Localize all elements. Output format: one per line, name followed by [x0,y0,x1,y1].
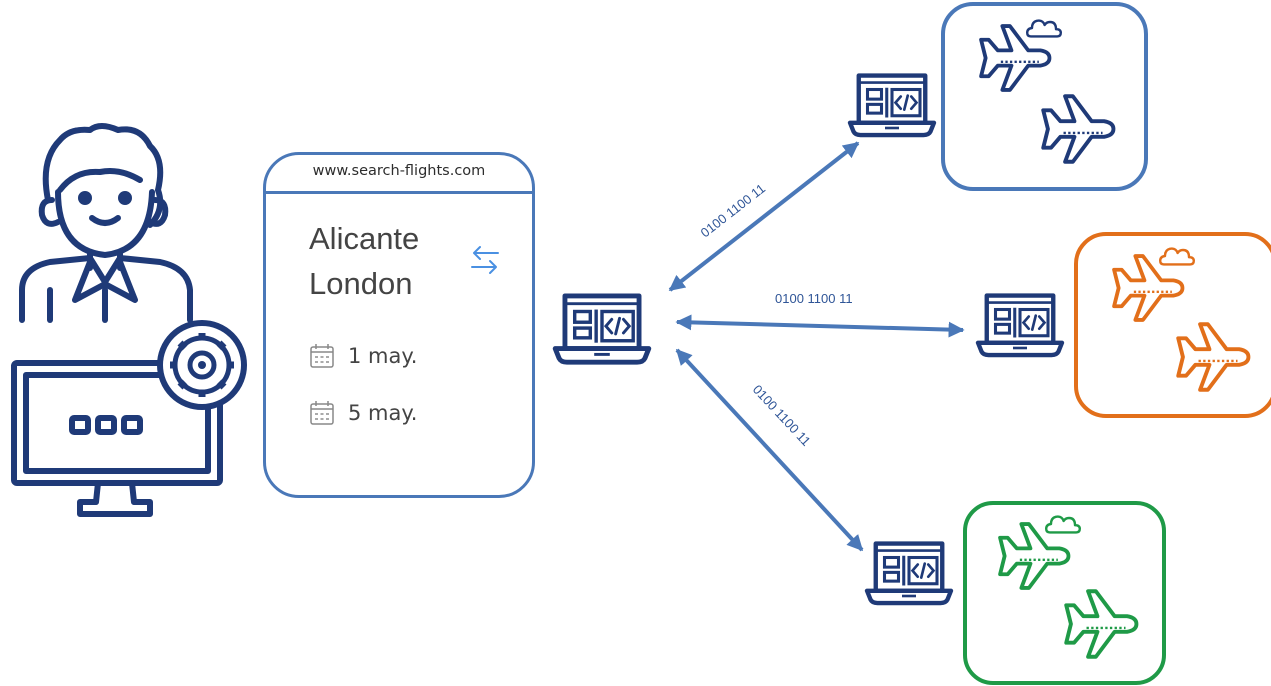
arrow-to-top-airline [668,141,860,292]
user-icon [19,123,193,323]
return-date-row[interactable]: 5 may. [309,396,417,430]
calendar-icon [310,401,334,425]
laptop-icon-top [850,76,934,136]
return-date: 5 may. [348,401,418,425]
binary-label-top: 0100 1100 11 [698,181,768,241]
calendar-icon [310,344,334,368]
url-text: www.search-flights.com [312,163,486,179]
laptop-icon-middle [978,296,1062,356]
arrow-to-middle-airline [675,314,965,338]
computer-gear-icon [11,320,247,517]
arrow-to-bottom-airline [675,348,864,552]
origin-city[interactable]: Alicante [309,221,420,256]
airline-box-orange [1074,232,1271,418]
airline-box-blue [941,2,1148,191]
destination-city[interactable]: London [309,266,413,301]
binary-label-middle: 0100 1100 11 [775,291,853,306]
depart-date-row[interactable]: 1 may. [309,339,417,373]
airline-box-green [963,501,1166,685]
depart-date: 1 may. [348,344,418,368]
laptop-icon-bottom [867,544,951,604]
central-laptop-icon [555,296,649,362]
search-card: www.search-flights.com Alicante London 1… [263,152,535,498]
swap-arrows-icon[interactable] [468,243,502,277]
url-bar: www.search-flights.com [266,155,532,194]
